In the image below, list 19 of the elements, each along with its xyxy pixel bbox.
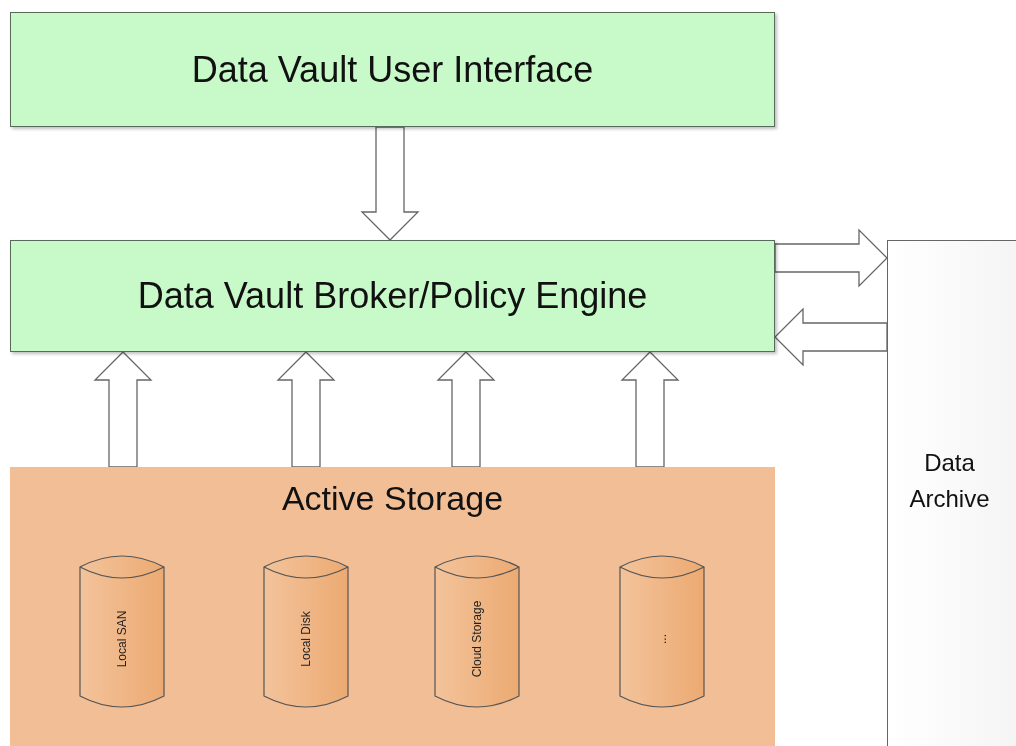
block-arrow xyxy=(774,228,888,288)
cylinder-label: Cloud Storage xyxy=(470,600,484,678)
block-arrow xyxy=(93,351,153,468)
block-arrow xyxy=(276,351,336,468)
box-title: Data Vault User Interface xyxy=(191,48,594,91)
block-arrow xyxy=(620,351,680,468)
cylinder-label: ... xyxy=(655,634,669,645)
box-title: Data Vault Broker/Policy Engine xyxy=(137,275,648,317)
cylinder-label: Local SAN xyxy=(115,610,129,668)
archive-box xyxy=(887,240,1016,746)
block-arrow xyxy=(774,307,888,367)
cylinder-label: Local Disk xyxy=(299,611,313,667)
storage-panel xyxy=(10,467,775,746)
block-arrow xyxy=(360,126,420,241)
block-arrow xyxy=(436,351,496,468)
box-title: Data Archive xyxy=(908,447,991,514)
box-title: Active Storage xyxy=(280,479,505,518)
component-box xyxy=(10,12,775,127)
component-box xyxy=(10,240,775,352)
